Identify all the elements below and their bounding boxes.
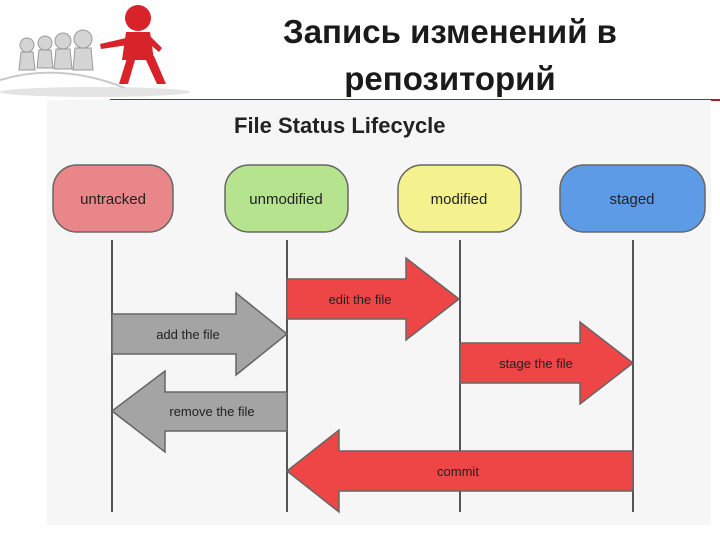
state-unmodified-label: unmodified [249,191,322,208]
transition-edit-the-file: edit the file [286,256,461,342]
file-status-lifecycle-diagram: File Status Lifecycle untracked unmodifi… [52,113,706,514]
remove-the-file-arrow [110,369,288,454]
slide-title: Запись изменений в репозиторий [215,8,685,102]
edit-the-file-arrow [286,256,461,342]
team-leader-logo [0,0,200,105]
add-the-file-arrow [111,291,289,377]
transition-add-the-file: add the file [111,291,289,377]
stage-the-file-arrow [459,320,635,406]
state-unmodified: unmodified [224,164,349,233]
transition-stage-the-file: stage the file [459,320,635,406]
state-staged-label: staged [609,191,654,208]
remove-the-file-label: remove the file [169,404,254,419]
state-staged-box [559,164,706,233]
transition-remove-the-file: remove the file [110,369,288,454]
edit-the-file-label: edit the file [329,292,392,307]
diagram-panel: File Status Lifecycle untracked unmodifi… [47,100,711,525]
add-the-file-label: add the file [156,327,220,342]
state-unmodified-box [224,164,349,233]
diagram-title: File Status Lifecycle [234,113,446,138]
slide-title-line-2: репозиторий [344,60,556,97]
state-modified-label: modified [431,191,488,208]
state-untracked: untracked [52,164,174,233]
commit-arrow [285,428,634,514]
transition-commit: commit [285,428,634,514]
commit-label: commit [437,464,479,479]
stage-the-file-label: stage the file [499,356,573,371]
state-modified-box [397,164,522,233]
state-untracked-box [52,164,174,233]
state-staged: staged [559,164,706,233]
state-modified: modified [397,164,522,233]
state-untracked-label: untracked [80,191,146,208]
slide-title-line-1: Запись изменений в [283,13,617,50]
